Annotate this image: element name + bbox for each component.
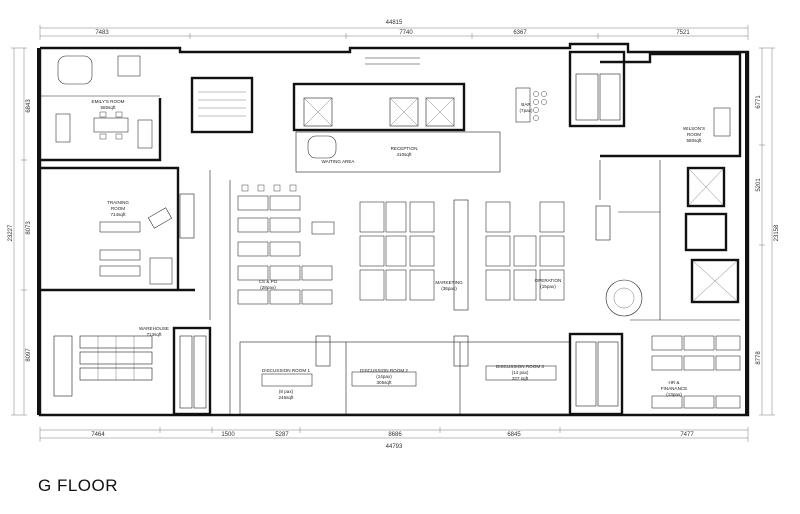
dim-bottom-2: 1500 <box>221 432 235 438</box>
wilson-room-area: 580sqft <box>686 138 702 143</box>
floor-title: G FLOOR <box>38 476 119 495</box>
wilson-room <box>568 50 742 158</box>
discussion-2-capacity: (14pax) <box>376 374 392 379</box>
discussion-1-capacity: (8 pax) <box>279 389 294 394</box>
wilson-room-label-2: ROOM <box>687 132 701 137</box>
dim-left-overall: 23227 <box>8 224 14 241</box>
discussion-2-label: DISCUSSION ROOM 2 <box>360 368 408 373</box>
cs-po-label: CS & PO <box>259 279 278 284</box>
discussion-rooms <box>239 332 624 416</box>
reception-label: RECEPTION <box>391 146 418 151</box>
reception-area: 410sqft <box>396 152 412 157</box>
dim-right-overall: 23158 <box>774 224 780 241</box>
dim-bottom-overall: 44793 <box>386 444 403 450</box>
bar-capacity: (7pax) <box>519 108 532 113</box>
wilson-room-label: WILSON'S <box>683 126 705 131</box>
training-room-label-2: ROOM <box>111 206 125 211</box>
hr-finance-label-2: FINANANCE <box>661 386 688 391</box>
marketing-label: MARKETING <box>435 280 463 285</box>
operation-capacity: (15pax) <box>540 284 556 289</box>
operation-desks <box>485 201 565 301</box>
warehouse-label: WAREHOUSE <box>139 326 169 331</box>
dim-bottom-3: 5287 <box>275 432 289 438</box>
dim-top-3: 6367 <box>513 30 527 36</box>
dim-bottom-5: 6845 <box>507 432 521 438</box>
dim-bottom-1: 7464 <box>91 432 105 438</box>
emily-room <box>40 55 162 162</box>
dim-right-1: 6771 <box>756 95 762 109</box>
operation-label: OPERATION <box>535 278 562 283</box>
marketing-capacity: (36pax) <box>441 286 457 291</box>
training-room-area: 714sqft <box>110 212 126 217</box>
dim-left-2: 8073 <box>26 221 32 235</box>
outer-walls <box>37 42 750 417</box>
cs-po-capacity: (28pax) <box>260 285 276 290</box>
round-planter <box>605 279 643 317</box>
cs-po-desks <box>237 184 335 305</box>
core-right <box>595 166 740 304</box>
dim-right-3: 8778 <box>756 351 762 365</box>
dim-left-3: 8097 <box>26 348 32 362</box>
bar-label: BAR <box>521 102 531 107</box>
dim-bottom-6: 7477 <box>680 432 694 438</box>
hr-finance-capacity: (13pax) <box>666 392 682 397</box>
dim-bottom-4: 8686 <box>388 432 402 438</box>
discussion-3-area: 327 sqft <box>512 376 529 381</box>
waiting-area-label: WAITING AREA <box>321 159 355 164</box>
discussion-3-capacity: (14 pax) <box>512 370 529 375</box>
discussion-3-label: DISCUSSION ROOM 3 <box>496 364 544 369</box>
marketing-desks <box>359 199 469 311</box>
warehouse-area: 713sqft <box>146 332 162 337</box>
discussion-2-area: 305sqft <box>376 380 392 385</box>
dim-top-1: 7483 <box>95 30 109 36</box>
dim-top-overall: 44815 <box>386 20 403 26</box>
reception <box>295 131 501 173</box>
dim-left-1: 6843 <box>26 99 32 113</box>
warehouse <box>53 326 212 416</box>
discussion-1-area: 246sqft <box>278 395 294 400</box>
dim-right-2: 5201 <box>756 178 762 192</box>
core-top <box>190 57 466 134</box>
hr-finance-label: HR & <box>669 380 680 385</box>
dim-top-2: 7740 <box>399 30 413 36</box>
interior-partitions <box>209 160 740 414</box>
training-room-label: TRAINING <box>107 200 129 205</box>
dim-top-4: 7521 <box>676 30 690 36</box>
bar <box>515 87 547 123</box>
discussion-1-label: DISCUSSION ROOM 1 <box>262 368 310 373</box>
emily-room-label: EMILY'S ROOM <box>92 99 125 104</box>
training-room <box>40 166 195 292</box>
dimension-lines <box>11 25 775 442</box>
emily-room-area: 580sqft <box>100 105 116 110</box>
hr-finance-desks <box>651 335 741 409</box>
